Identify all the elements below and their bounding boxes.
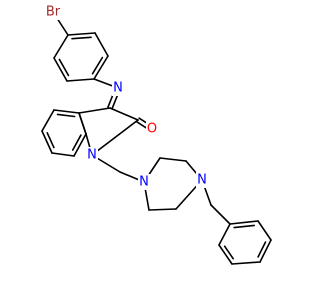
bond-phenyl-3 [231,261,261,265]
bond-phenyl-0 [229,220,259,225]
bond-phenyl-inner-1 [257,241,267,258]
bond-pip-4 [148,208,177,211]
bond-benzo-inner-2 [71,134,82,151]
atom-n-indole: N [86,147,98,163]
atom-label-n-piperazine-bottom: N [197,173,207,188]
bond-phenyl-1 [257,220,272,241]
bond-phenyl-2 [259,239,272,263]
bond-bromophenyl-3 [66,78,95,82]
atom-label-o-carbonyl: O [147,122,157,137]
atom-o-carbonyl: O [146,121,158,137]
atom-label-n-piperazine-top: N [139,175,149,190]
bond-bromophenyl-0 [67,32,96,36]
bond-bromophenyl-inner-1 [91,56,104,75]
atom-label-br: Br [46,5,61,20]
bond-bromophenyl-inner-0 [71,36,92,40]
atom-br: Br [41,4,65,20]
bond-benzo-2 [41,130,53,154]
atom-n-imine: N [112,80,124,96]
bond-bromophenyl-4 [53,57,68,82]
bond-phenyl-inner-2 [223,245,234,260]
bond-c3a-c3 [78,107,111,114]
bond-bromophenyl-1 [94,32,109,57]
atom-label-n-indole: N [87,148,97,163]
bond-benzo-inner-1 [46,132,55,149]
bond-benzo-inner-0 [56,113,76,118]
bond-phenyl-5 [218,223,231,246]
molecule-diagram: Br N O N N N [41,4,272,265]
bond-bromophenyl-inner-2 [58,58,70,77]
bond-phenyl-inner-0 [233,224,256,229]
bond-phenyl-4 [218,244,233,265]
bond-c2-n1 [91,119,139,156]
bond-layer [41,11,272,265]
bond-benzo-5 [78,112,87,135]
bond-benzo-4 [73,133,87,157]
atom-n-piperazine-top: N [138,174,150,190]
bond-pip-1 [159,157,187,162]
atom-label-layer: Br N O N N N [41,4,208,190]
bond-ch2-ph [210,204,231,225]
atom-n-piperazine-bottom: N [196,172,208,188]
bond-bromophenyl-2 [93,55,109,80]
bond-benzo-0 [53,109,80,114]
bond-c3-c2 [109,107,139,121]
bond-benzo-1 [41,109,55,132]
atom-label-n-imine: N [113,81,123,96]
bond-benzo-3 [51,152,75,157]
bond-bromophenyl-5 [53,34,69,59]
